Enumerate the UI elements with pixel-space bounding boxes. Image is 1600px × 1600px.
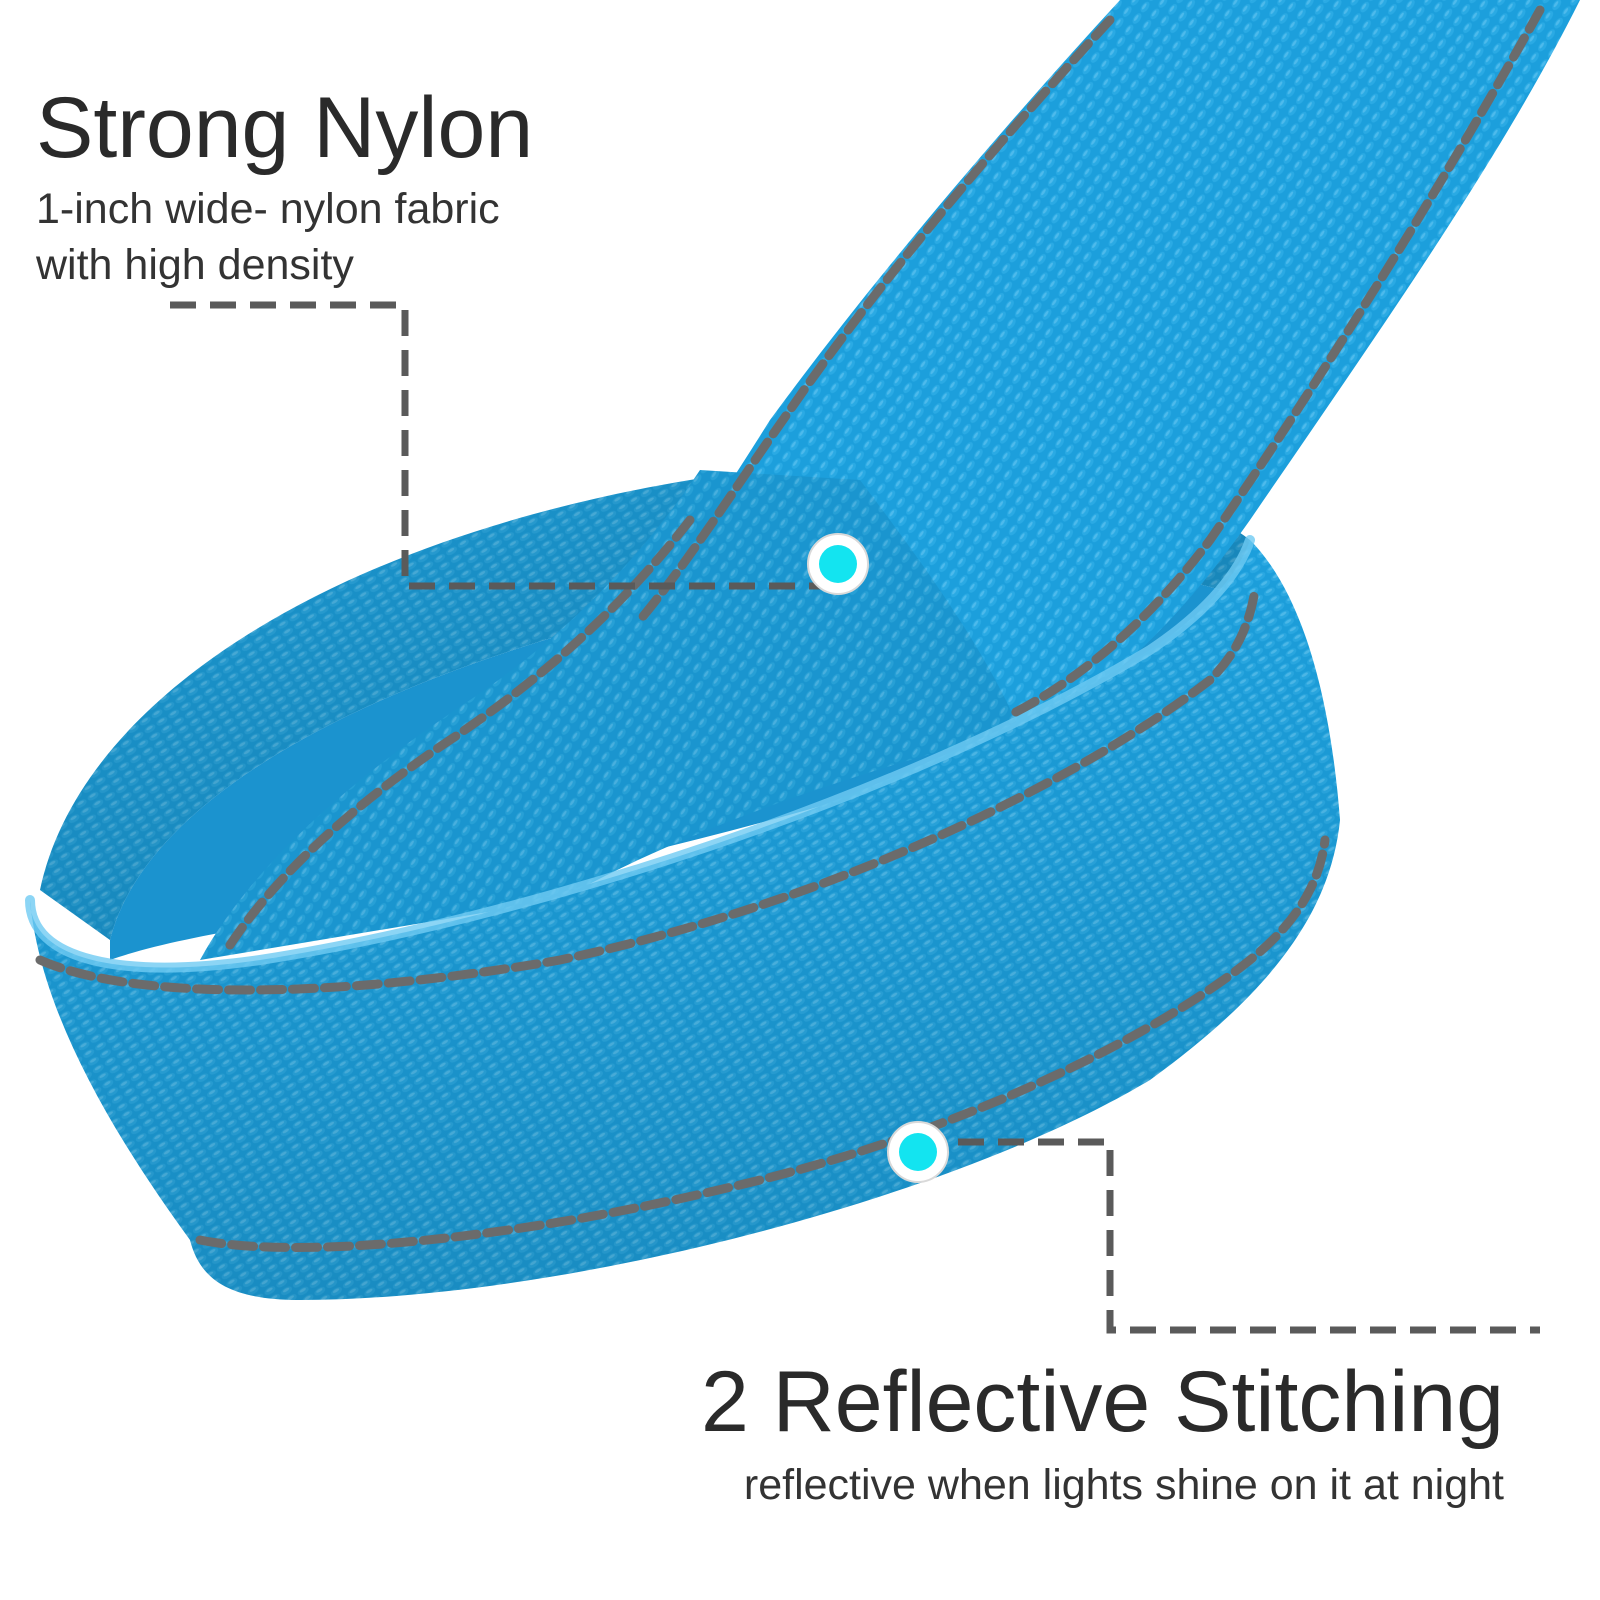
stitch-upper-left [635, 15, 1115, 625]
stitch-fold [225, 515, 695, 950]
callout-description-line: 1-inch wide- nylon fabric [36, 185, 500, 233]
strap-fold [200, 470, 1020, 960]
loop-outer-band-shade [30, 540, 1340, 1300]
callout-description-line: with high density [36, 241, 354, 289]
stitch-band-top [35, 585, 1260, 995]
callout-reflective-stitching: 2 Reflective Stitching reflective when l… [701, 1352, 1504, 1510]
leader-line-reflective [918, 1138, 1540, 1334]
marker-dot-icon [807, 533, 869, 595]
loop-rim-highlight [25, 535, 1255, 973]
callout-description-line: reflective when lights shine on it at ni… [743, 1461, 1504, 1509]
callout-title: Strong Nylon [36, 80, 534, 176]
marker-dot-icon [887, 1121, 949, 1183]
stitch-upper-right [1005, 5, 1545, 720]
callout-strong-nylon: Strong Nylon 1-inch wide- nylon fabric w… [36, 78, 533, 290]
callout-title: 2 Reflective Stitching [700, 1354, 1504, 1450]
strap-fold-shade [200, 470, 1020, 960]
leader-line-nylon [170, 301, 828, 590]
